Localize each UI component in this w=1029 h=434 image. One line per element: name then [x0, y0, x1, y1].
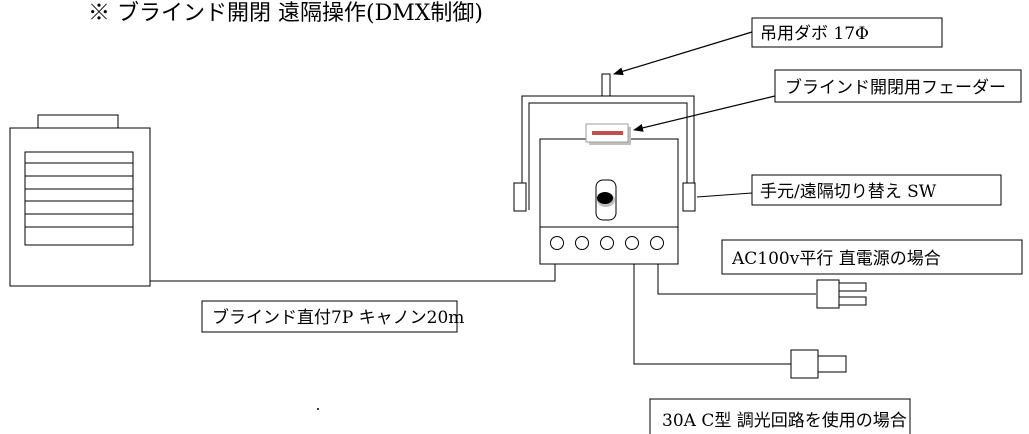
callout-blind-fader: ブラインド開閉用フェーダー: [633, 69, 1022, 132]
callout-blind-cable: ブラインド直付7P キャノン20m: [201, 300, 464, 333]
ac-parallel-plug-icon: [816, 279, 867, 309]
label-blind-fader: ブラインド開閉用フェーダー: [785, 77, 1006, 98]
callout-local-remote-switch: 手元/遠隔切り替え SW: [696, 174, 1002, 206]
dimmer-cable-line: [633, 264, 791, 365]
window-blind-icon: [9, 114, 151, 287]
callout-ac-direct-power: AC100v平行 直電源の場合: [721, 239, 1023, 275]
fader-icon: [585, 123, 631, 145]
c-type-plug-icon: [790, 349, 847, 379]
label-ac-direct-power: AC100v平行 直電源の場合: [731, 249, 941, 269]
label-blind-cable: ブラインド直付7P キャノン20m: [212, 307, 464, 328]
page-title: ※ ブラインド開閉 遠隔操作(DMX制御): [88, 1, 483, 26]
label-dimmer-circuit: 30A C型 調光回路を使用の場合: [662, 410, 907, 431]
toggle-switch-icon: [595, 179, 617, 221]
blind-cable-line: [150, 262, 556, 282]
hanger-dowel: [601, 73, 611, 97]
label-hanger-dowel: 吊用ダボ 17Φ: [760, 24, 869, 44]
callout-dimmer-circuit: 30A C型 調光回路を使用の場合: [649, 398, 911, 434]
callout-hanger-dowel: 吊用ダボ 17Φ: [613, 17, 943, 76]
controller-box-icon: [513, 73, 696, 265]
fader-bar: [592, 131, 623, 135]
label-local-remote-switch: 手元/遠隔切り替え SW: [760, 182, 937, 202]
stray-dot: [317, 408, 319, 410]
circular-connector-icon: [550, 236, 664, 250]
ac-power-cable-line: [657, 264, 816, 295]
